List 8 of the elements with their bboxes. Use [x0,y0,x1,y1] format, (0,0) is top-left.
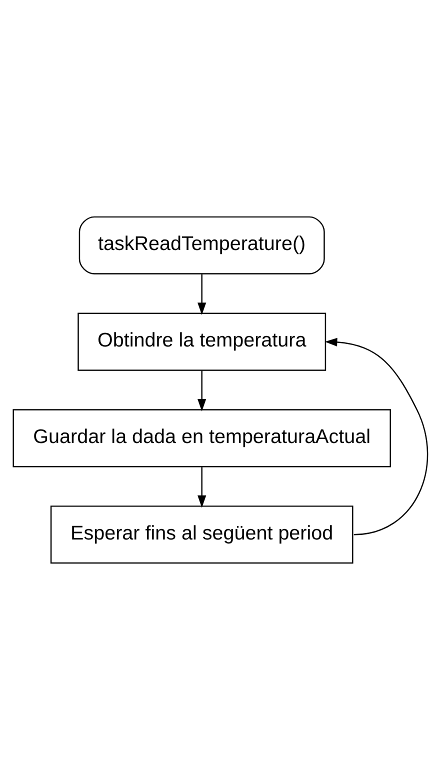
arrow [198,274,206,315]
arrow [198,467,206,508]
node-box: Obtindre la temperatura [78,312,326,371]
arrow [324,338,428,536]
node-box: taskReadTemperature() [78,216,325,274]
node-box: Guardar la dada en temperaturaActual [12,409,391,468]
arrow [198,370,206,412]
node-box: Esperar fins al següent period [50,506,354,564]
